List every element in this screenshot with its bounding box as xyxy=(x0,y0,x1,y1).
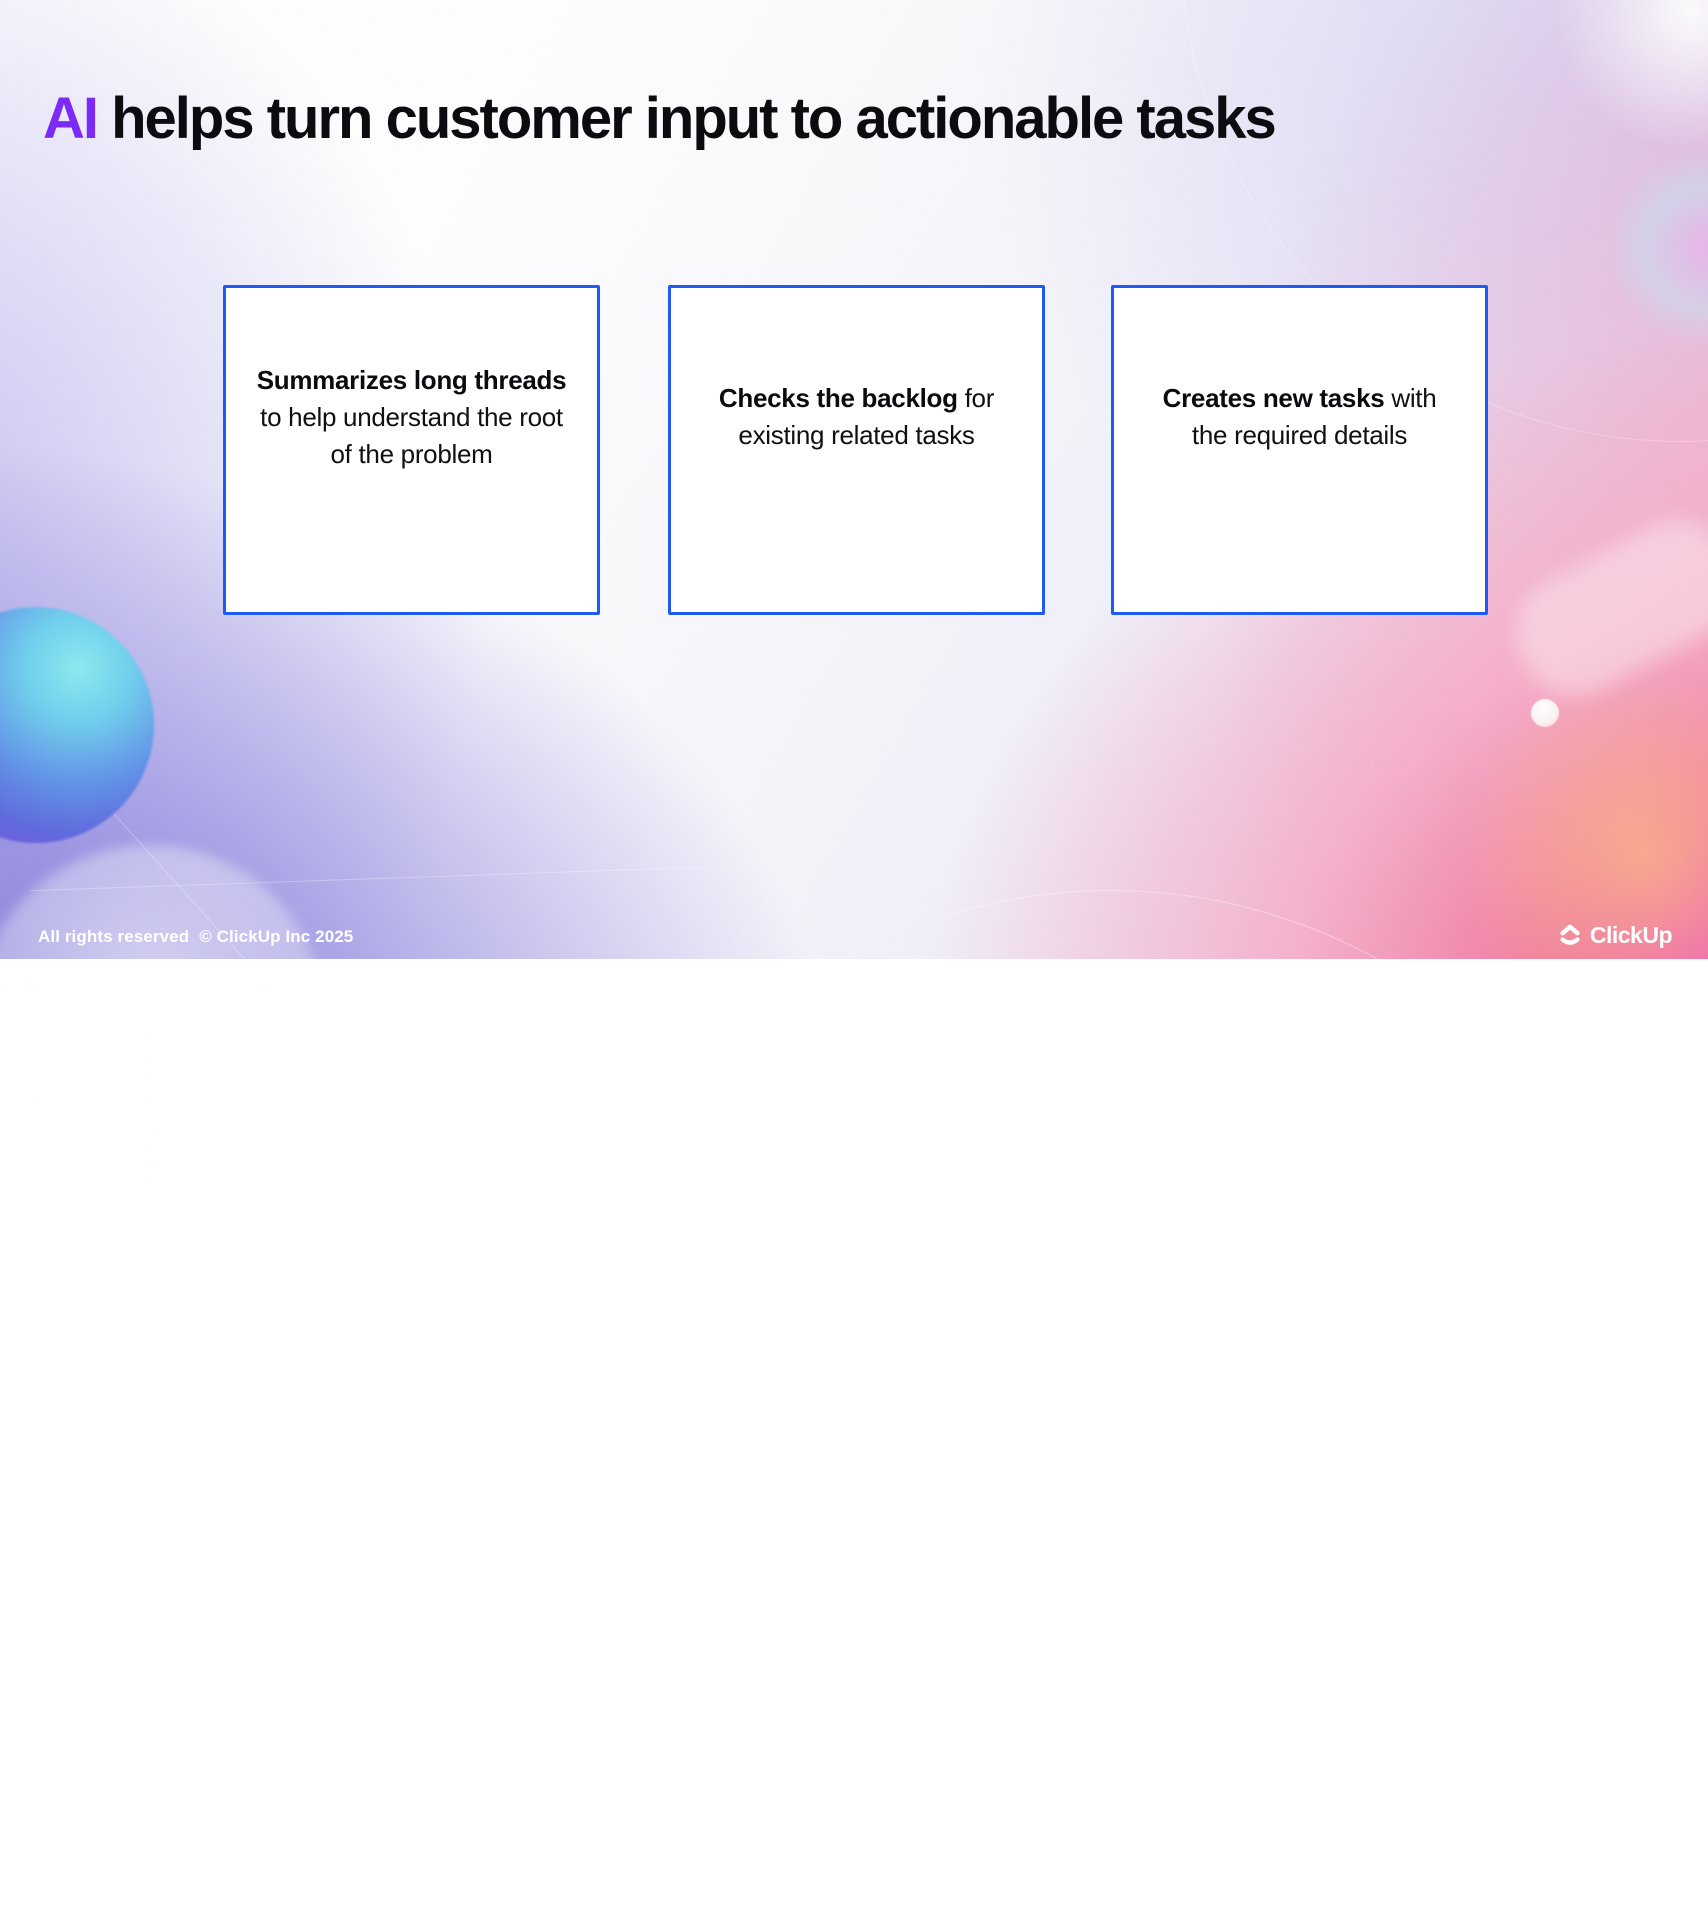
decor-arc xyxy=(560,890,1662,1918)
feature-card-rest-text: for existing related tasks xyxy=(738,383,995,450)
feature-card-bold-text: Summarizes long threads xyxy=(256,364,567,395)
feature-card-rest-text: with the required details xyxy=(1191,383,1437,450)
feature-card-text: Creates new tasks with the required deta… xyxy=(1144,380,1456,454)
feature-card-bold-text: Checks the backlog xyxy=(718,383,958,413)
feature-card-backlog: Checks the backlog for existing related … xyxy=(668,285,1045,615)
rights-text: All rights reserved xyxy=(38,927,190,946)
feature-card-summarize: Summarizes long threads to help understa… xyxy=(223,285,600,615)
decor-white-ball xyxy=(1531,699,1559,727)
page-title: AI helps turn customer input to actionab… xyxy=(43,86,1277,153)
title-rest: helps turn customer input to actionable … xyxy=(97,86,1277,151)
clickup-logo: ClickUp xyxy=(1558,922,1673,949)
feature-card-create: Creates new tasks with the required deta… xyxy=(1111,285,1488,615)
copyright-text: © ClickUp Inc 2025 xyxy=(199,927,354,946)
clickup-wordmark: ClickUp xyxy=(1589,922,1673,948)
feature-card-text: Checks the backlog for existing related … xyxy=(701,380,1013,454)
title-highlight: AI xyxy=(43,86,99,151)
copyright-notice: All rights reserved © ClickUp Inc 2025 xyxy=(38,927,353,947)
feature-card-text: Summarizes long threads to help understa… xyxy=(256,362,568,473)
feature-card-bold-text: Creates new tasks xyxy=(1162,383,1385,413)
feature-card-rest-text: to help understand the root of the probl… xyxy=(260,401,563,469)
clickup-logo-icon xyxy=(1560,924,1580,945)
